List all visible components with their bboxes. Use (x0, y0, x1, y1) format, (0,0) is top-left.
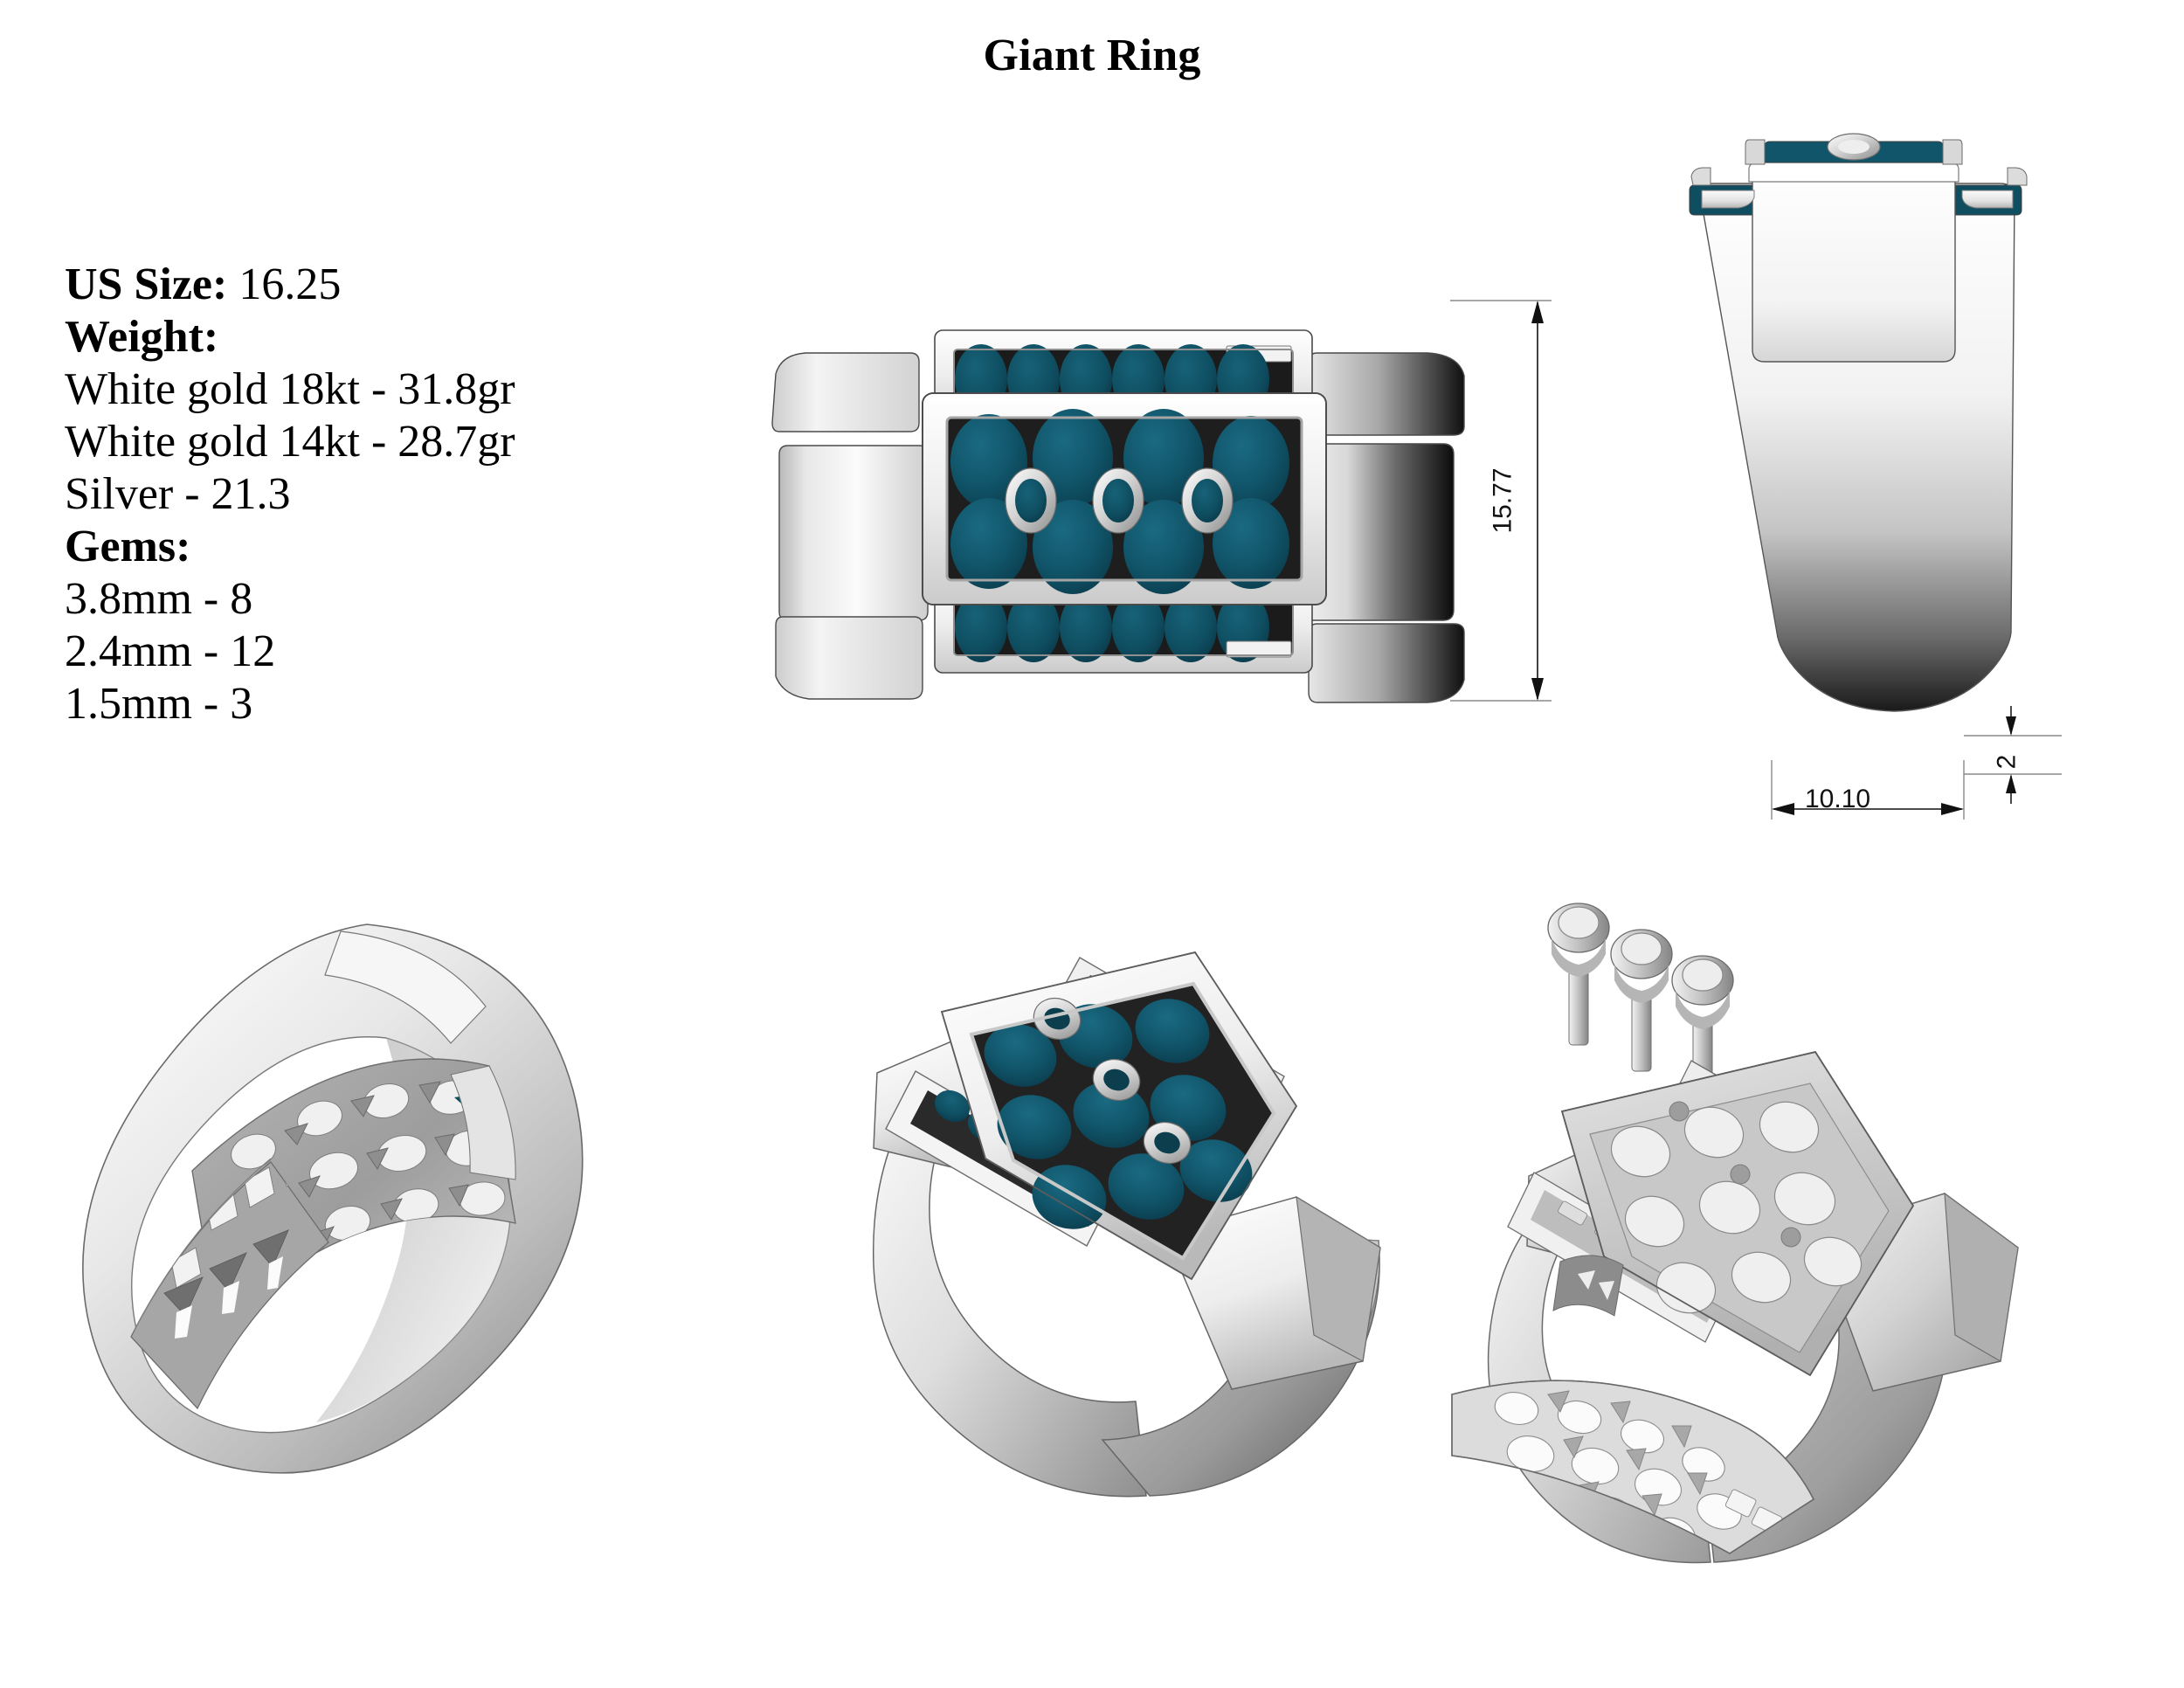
center-gems-perspective (984, 997, 1253, 1229)
spec-weight-18kt: White gold 18kt - 31.8gr (65, 363, 694, 416)
spec-weight-14kt: White gold 14kt - 28.7gr (65, 416, 694, 468)
gem-entry-2-4mm: 2.4mm - 12 (65, 626, 276, 677)
weight-entry-18kt: White gold 18kt - 31.8gr (65, 364, 515, 415)
tube-set-accent-2 (1092, 1058, 1141, 1102)
weight-label: Weight: (65, 312, 219, 363)
tube-set-accent-3 (1143, 1121, 1192, 1165)
exploded-bezel-seats (1560, 1051, 1915, 1377)
width-thickness-dimension-annotation (1712, 690, 2079, 856)
spec-gem-15mm: 1.5mm - 3 (65, 678, 694, 730)
specification-text-block: US Size: 16.25 Weight: White gold 18kt -… (65, 259, 694, 730)
spec-us-size: US Size: 16.25 (65, 259, 694, 311)
thickness-dimension-value: 2 (1992, 754, 2022, 770)
exploded-assembly-view (1398, 874, 2062, 1573)
us-size-label: US Size: (65, 259, 228, 309)
spec-gems-heading: Gems: (65, 521, 694, 573)
lower-shank-pierced-band (130, 1158, 329, 1410)
gem-entry-3-8mm: 3.8mm - 8 (65, 574, 253, 625)
front-elevation-view (769, 297, 1468, 703)
right-shoulder-block (1164, 1195, 1381, 1390)
screw-1 (1547, 903, 1610, 1046)
inner-gallery-sliver (1552, 1255, 1624, 1317)
gem-entry-1-5mm: 1.5mm - 3 (65, 679, 253, 730)
spec-weight-heading: Weight: (65, 311, 694, 363)
us-size-value: 16.25 (238, 259, 342, 309)
spec-gem-38mm: 3.8mm - 8 (65, 573, 694, 626)
weight-entry-14kt: White gold 14kt - 28.7gr (65, 417, 515, 467)
gems-label: Gems: (65, 522, 191, 572)
spec-gem-24mm: 2.4mm - 12 (65, 626, 694, 678)
side-profile-view (1686, 131, 2053, 778)
page-title: Giant Ring (983, 31, 1201, 80)
tube-set-gem-1 (1005, 467, 1057, 534)
gem-seat-holes (1610, 1101, 1863, 1314)
tube-set-gem-3 (1181, 467, 1234, 534)
center-bezel-plate (922, 392, 1327, 605)
tube-set-small-gems (1005, 467, 1234, 534)
center-bezel-plate-perspective (940, 951, 1298, 1281)
interior-gallery-perspective-view (79, 882, 638, 1581)
center-head-block (1745, 133, 1963, 363)
tube-set-gem-2 (1092, 467, 1144, 534)
tube-set-accents-perspective (1033, 997, 1192, 1165)
left-band-segments (771, 352, 929, 700)
width-dimension-value: 10.10 (1805, 785, 1871, 813)
height-dimension-value: 15.77 (1488, 467, 1517, 534)
spec-weight-silver: Silver - 21.3 (65, 468, 694, 521)
weight-entry-silver: Silver - 21.3 (65, 469, 291, 520)
height-dimension-annotation (1450, 297, 1590, 708)
screw-2 (1610, 929, 1673, 1072)
three-quarter-gemset-view (812, 909, 1389, 1555)
